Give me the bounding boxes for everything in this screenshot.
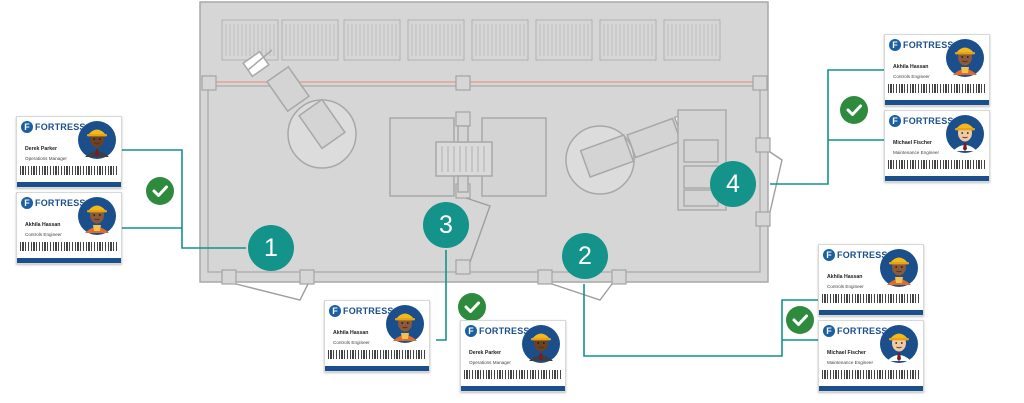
badge-person-role: Controls Engineer xyxy=(827,284,864,289)
badge-person-role: Maintenance Engineer xyxy=(827,360,873,365)
barcode xyxy=(822,294,920,303)
barcode xyxy=(888,160,986,169)
access-granted-check-right-top xyxy=(840,96,868,124)
worker-portrait-icon xyxy=(880,325,918,363)
worker-portrait-icon xyxy=(78,197,116,235)
badge-person-name: Akhila Hassan xyxy=(25,222,61,228)
worker-portrait-icon xyxy=(880,249,918,287)
badge-person-role: Operations Manager xyxy=(469,360,511,365)
barcode xyxy=(20,242,118,251)
barcode xyxy=(20,166,118,175)
marker-4: 4 xyxy=(710,161,756,207)
access-granted-check-bottom xyxy=(458,293,486,321)
safety-fence xyxy=(207,85,761,273)
access-granted-check-left xyxy=(146,177,174,205)
worker-portrait-icon xyxy=(946,115,984,153)
checkmark-icon xyxy=(464,301,480,313)
badge-person-role: Maintenance Engineer xyxy=(893,150,939,155)
badge-person-name: Derek Parker xyxy=(25,146,58,152)
checkmark-icon xyxy=(846,104,862,116)
checkmark-icon xyxy=(792,314,808,326)
badge-person-name: Akhila Hassan xyxy=(333,330,369,336)
worker-portrait-icon xyxy=(78,121,116,159)
barcode xyxy=(822,370,920,379)
robot-arm-left xyxy=(242,49,357,169)
badge-person-name: Akhila Hassan xyxy=(893,64,929,70)
worker-portrait-icon xyxy=(386,305,424,343)
badge-person-role: Operations Manager xyxy=(25,156,67,161)
marker-3: 3 xyxy=(423,202,469,248)
marker-1: 1 xyxy=(248,225,294,271)
badge-person-name: Michael Fischer xyxy=(893,140,932,146)
badge-person-role: Controls Engineer xyxy=(893,74,930,79)
barcode xyxy=(328,350,426,359)
badge-person-role: Controls Engineer xyxy=(333,340,370,345)
connector-lines xyxy=(122,69,886,357)
barcode xyxy=(888,84,986,93)
badge-person-name: Akhila Hassan xyxy=(827,274,863,280)
worker-portrait-icon xyxy=(946,39,984,77)
badge-person-name: Derek Parker xyxy=(469,350,502,356)
badge-person-role: Controls Engineer xyxy=(25,232,62,237)
barcode xyxy=(464,370,562,379)
worker-portrait-icon xyxy=(522,325,560,363)
marker-2: 2 xyxy=(562,233,608,279)
checkmark-icon xyxy=(152,185,168,197)
central-machine xyxy=(389,117,547,197)
access-granted-check-right-bottom xyxy=(786,306,814,334)
badge-person-name: Michael Fischer xyxy=(827,350,866,356)
